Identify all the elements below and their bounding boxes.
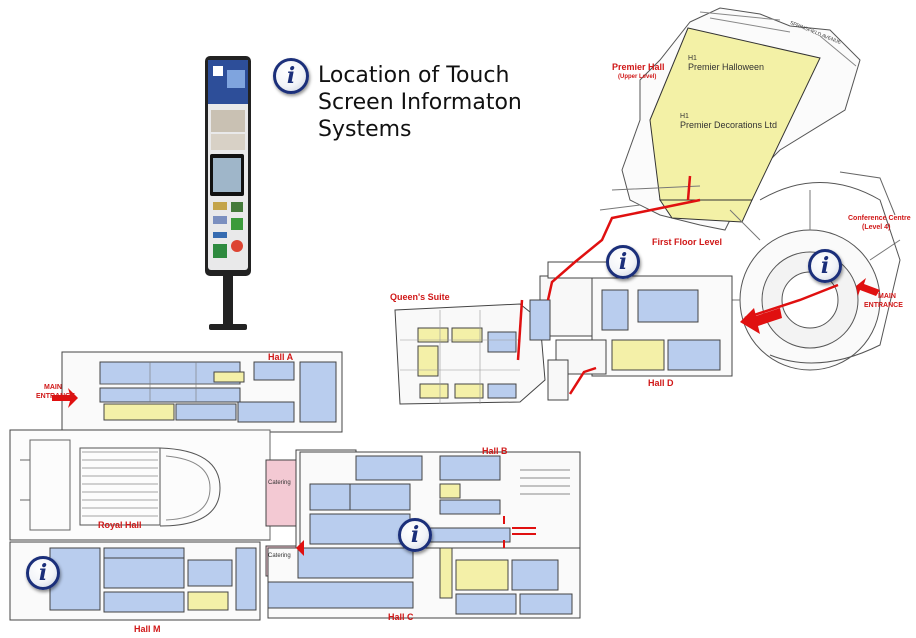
entrance-arrow-left: [52, 388, 78, 408]
kiosk-image: [205, 56, 251, 330]
label-premier-decorations: Premier Decorations Ltd: [680, 120, 778, 130]
route-lines-bottom: [503, 516, 536, 548]
hall-a-plan: [61, 351, 343, 433]
hall-c-plan: [267, 547, 581, 619]
premier-hall-plan: [599, 7, 861, 231]
entrance-arrow-right: [740, 308, 782, 334]
label-hall-b: Hall B: [482, 446, 508, 456]
label-premier-hall: Premier Hall: [612, 62, 665, 72]
label-catering-2: Catering: [268, 553, 291, 559]
label-main-entrance-left-2: ENTRANCE: [36, 393, 75, 400]
info-marker-hall-b[interactable]: i: [398, 518, 432, 552]
hall-d-plan: [539, 261, 733, 377]
label-hall-c: Hall C: [388, 612, 414, 622]
label-first-floor: First Floor Level: [652, 237, 723, 247]
label-royal-hall: Royal Hall: [98, 520, 142, 530]
label-main-entrance-left-1: MAIN: [44, 384, 62, 391]
entrance-arrow-topright: [856, 278, 880, 296]
label-premier-hall-sub: (Upper Level): [618, 74, 657, 80]
info-marker-first-floor[interactable]: i: [606, 245, 640, 279]
label-catering-1: Catering: [268, 480, 291, 486]
label-queens-suite: Queen's Suite: [390, 292, 450, 302]
label-h1-b: H1: [680, 113, 689, 120]
label-h1-a: H1: [688, 55, 697, 62]
label-hall-d: Hall D: [648, 378, 674, 388]
legend-text: Location of Touch Screen Informaton Syst…: [318, 62, 548, 143]
label-premier-halloween: Premier Halloween: [688, 62, 765, 72]
catering-arrow: [296, 540, 304, 556]
legend-line-2: Screen Informaton: [318, 90, 522, 115]
queens-suite-plan: [394, 299, 569, 405]
legend-line-3: Systems: [318, 117, 412, 142]
label-main-entrance-right-2: ENTRANCE: [864, 302, 903, 309]
label-hall-a: Hall A: [268, 352, 294, 362]
legend-line-1: Location of Touch: [318, 63, 510, 88]
label-hall-m: Hall M: [134, 624, 161, 634]
royal-hall-plan: [9, 429, 271, 541]
route-lines-top: [516, 175, 839, 395]
hall-b-plan: [299, 451, 581, 553]
info-marker-conference[interactable]: i: [808, 249, 842, 283]
label-conference-level: (Level 4): [862, 224, 891, 231]
label-main-entrance-right-1: MAIN: [878, 293, 896, 300]
legend-info-icon: i: [273, 58, 309, 94]
info-marker-hall-m[interactable]: i: [26, 556, 60, 590]
label-conference-centre: Conference Centre: [848, 215, 911, 222]
